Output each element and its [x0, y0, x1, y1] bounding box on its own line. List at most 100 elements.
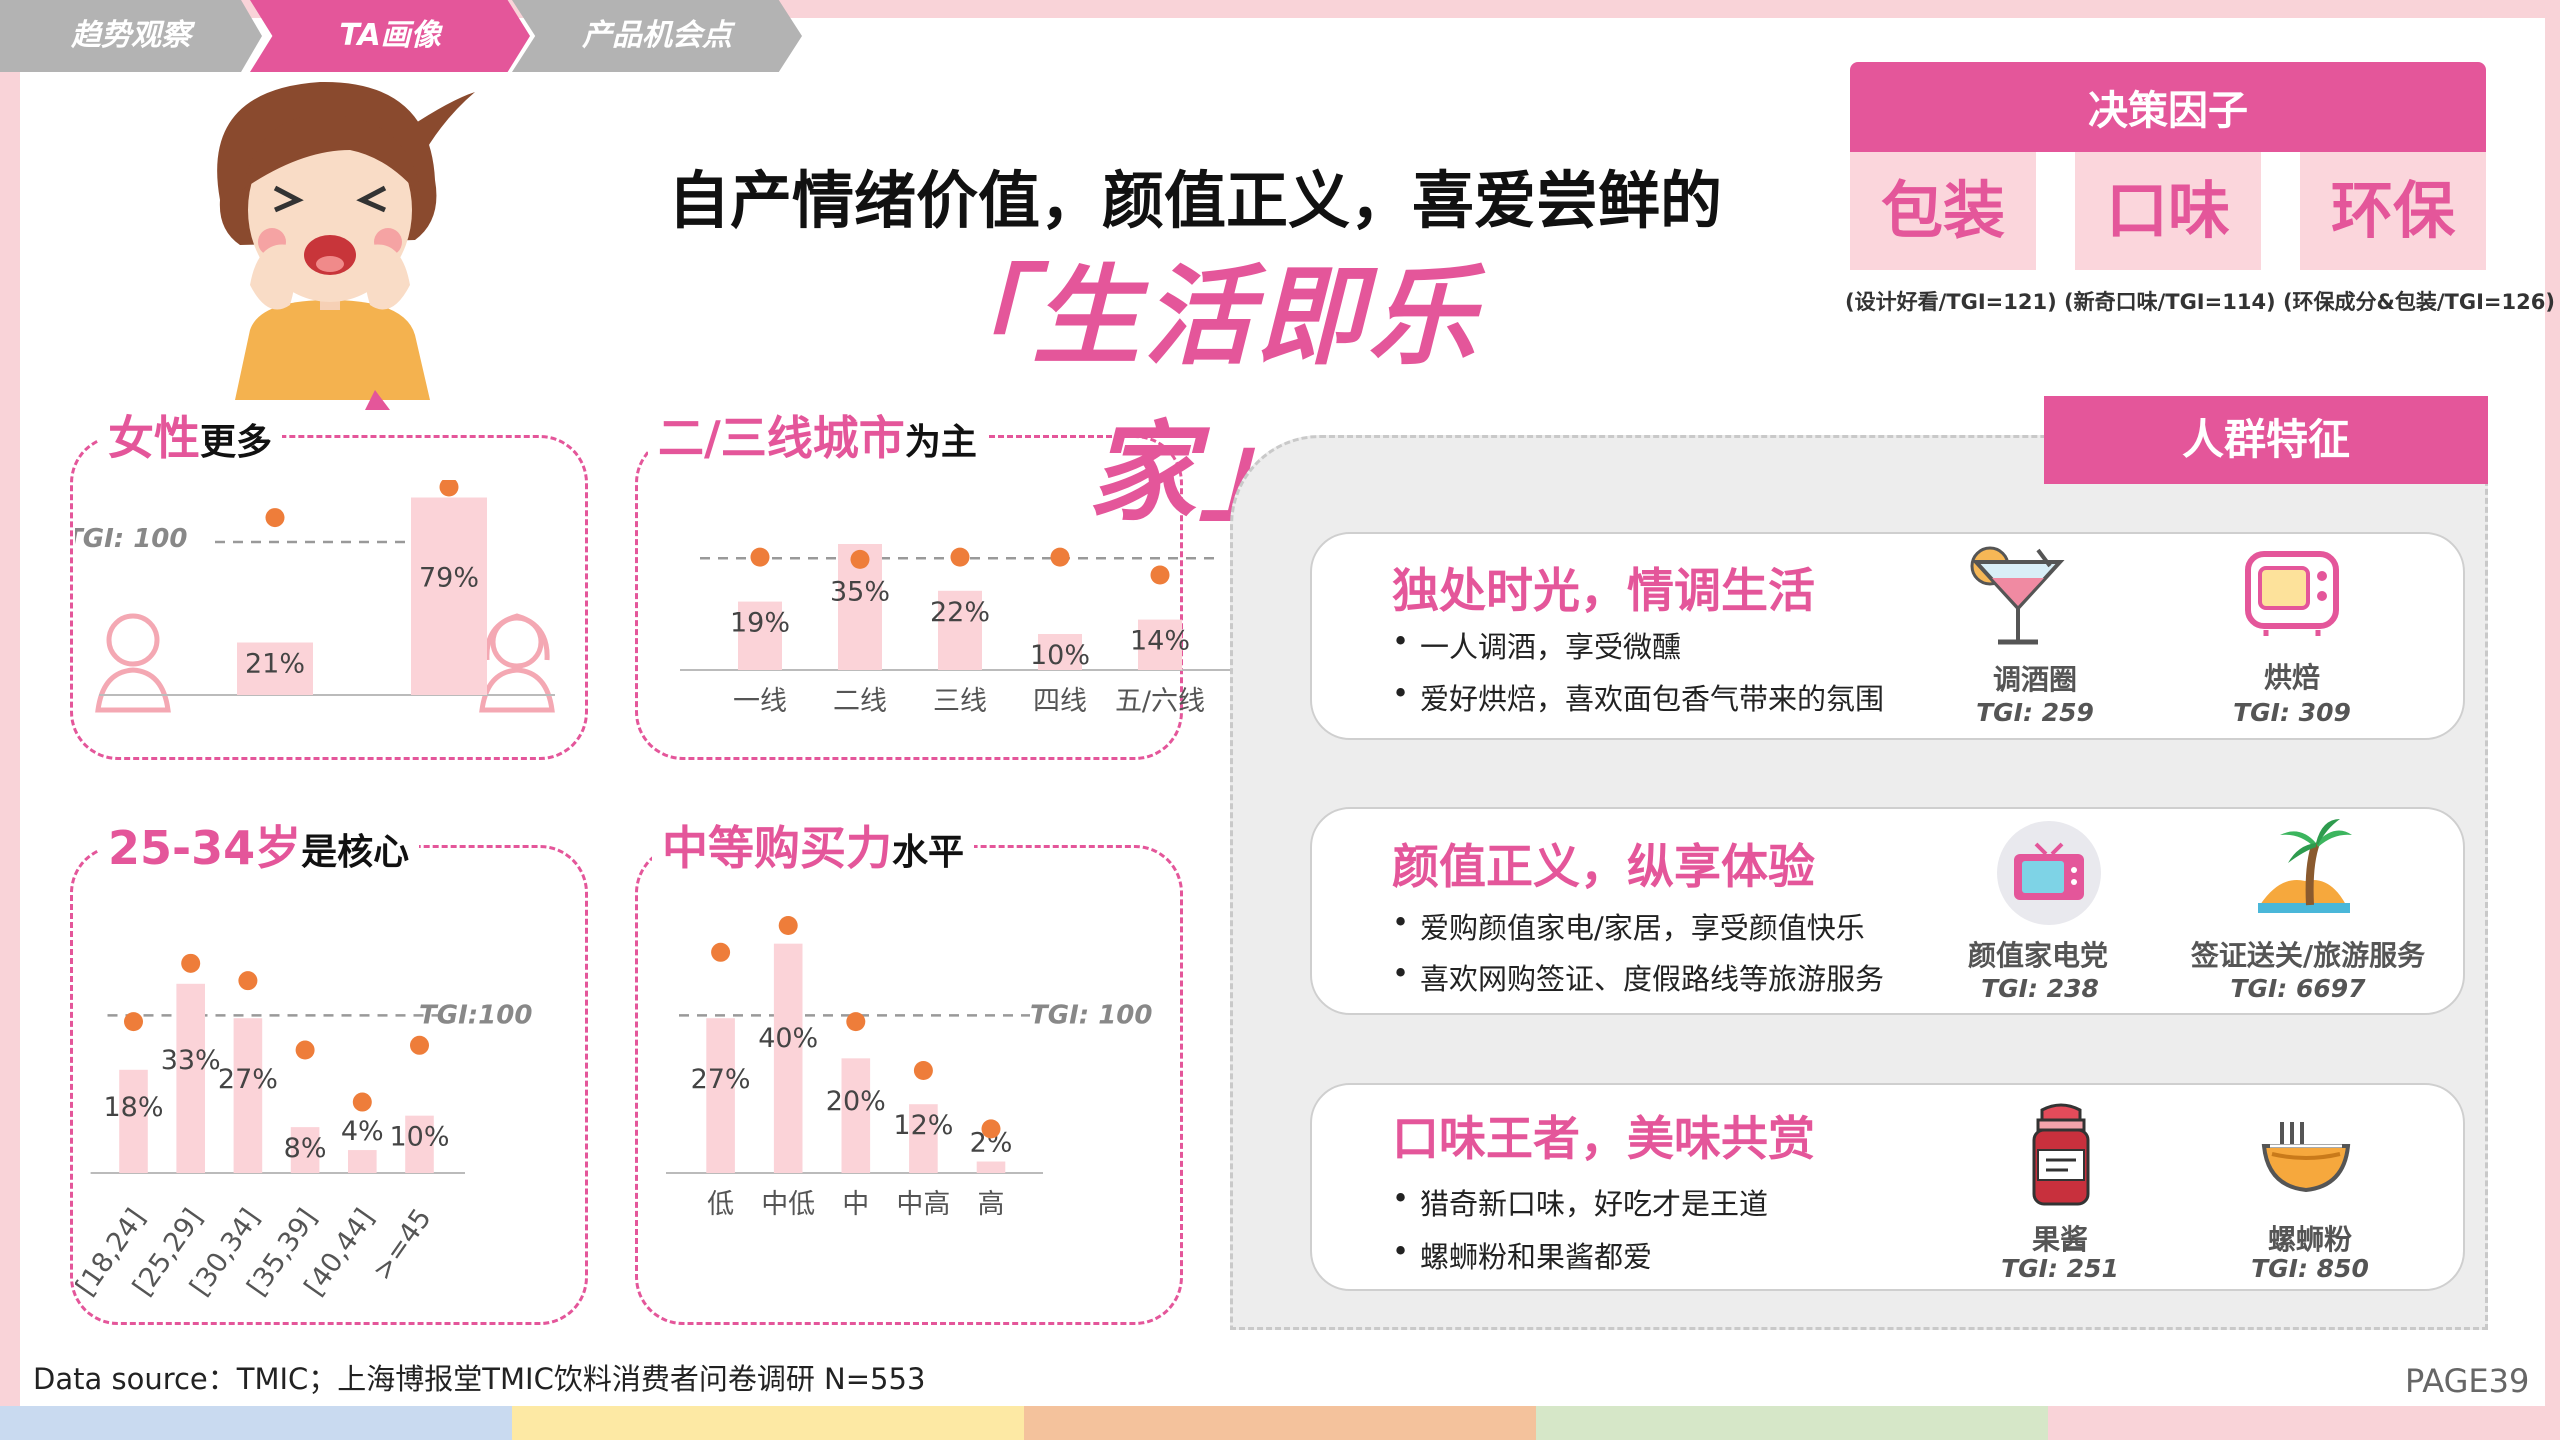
cocktail-tgi: TGI: 259	[1976, 698, 2094, 727]
bar	[290, 1127, 320, 1173]
category-label: 一线	[733, 686, 787, 717]
bottom-strip-green	[1536, 1406, 2048, 1440]
tgi-dot	[439, 480, 459, 497]
jam-label: 果酱	[2031, 1223, 2088, 1256]
tgi-dot	[265, 508, 285, 528]
tgi-label: TGI:100	[419, 1000, 532, 1030]
palm-tree-icon	[2258, 819, 2352, 913]
tgi-dot	[238, 971, 258, 991]
baking-tgi: TGI: 309	[2233, 698, 2351, 727]
tgi-dot	[981, 1119, 1001, 1139]
snail-noodle-label: 螺蛳粉	[2267, 1223, 2352, 1256]
tgi-dot	[1150, 565, 1170, 585]
bar	[909, 1104, 938, 1173]
factor-eco: 环保	[2300, 152, 2486, 270]
page-number: PAGE39	[2405, 1362, 2530, 1400]
tgi-dot	[750, 547, 770, 567]
category-label: 高	[978, 1189, 1005, 1220]
tgi-dot	[352, 1092, 372, 1112]
factor-packaging: 包装	[1850, 152, 2036, 270]
decision-factor-note: (设计好看/TGI=121) (新奇口味/TGI=114) (环保成分&包装/T…	[1845, 290, 2555, 314]
bar	[773, 943, 803, 1173]
breadcrumb-product[interactable]: 产品机会点	[512, 0, 802, 72]
tgi-dot	[1050, 547, 1070, 567]
tv-icon	[1997, 821, 2101, 925]
bar	[233, 1018, 263, 1173]
breadcrumb-trend[interactable]: 趋势观察	[0, 0, 262, 72]
frame-right	[2545, 0, 2560, 1440]
value-label: 40%	[758, 1023, 818, 1054]
bar	[841, 1058, 871, 1173]
male-icon	[95, 613, 171, 713]
frame-left	[0, 0, 20, 1440]
category-label: 中高	[896, 1189, 950, 1220]
card-3-bullet-1: 猎奇新口味，好吃才是王道	[1392, 1181, 1768, 1223]
card-1-bullet-1: 一人调酒，享受微醺	[1392, 624, 1681, 666]
category-label: 低	[707, 1189, 734, 1220]
category-label: 二线	[833, 686, 887, 717]
tgi-dot	[410, 1035, 429, 1055]
bar	[411, 497, 487, 695]
value-label: 27%	[218, 1064, 278, 1095]
value-label: 14%	[1130, 626, 1190, 657]
jam-jar-icon	[2032, 1103, 2090, 1206]
value-label: 4%	[341, 1116, 384, 1147]
bar	[938, 590, 982, 670]
bar	[237, 642, 313, 695]
gender-chart: TGI: 100 21% 79%	[75, 480, 555, 713]
value-label: 79%	[419, 562, 479, 593]
tgi-dot	[846, 1012, 866, 1032]
bar	[348, 1150, 377, 1173]
travel-tgi: TGI: 6697	[2230, 974, 2366, 1003]
appliance-label: 颜值家电党	[1967, 939, 2108, 972]
jam-tgi: TGI: 251	[2001, 1254, 2119, 1283]
tgi-dot	[778, 915, 798, 935]
value-label: 20%	[826, 1086, 886, 1117]
category-label: >=45	[367, 1203, 438, 1286]
cocktail-icon	[1970, 546, 2065, 645]
appliance-tgi: TGI: 238	[1981, 974, 2099, 1003]
bar	[119, 1069, 148, 1173]
cocktail-label: 调酒圈	[1992, 663, 2077, 696]
value-label: 10%	[389, 1122, 449, 1153]
bar	[1138, 619, 1182, 670]
card-1-bullet-2: 爱好烘焙，喜欢面包香气带来的氛围	[1392, 676, 1884, 718]
bar	[405, 1115, 434, 1173]
tgi-dot	[950, 547, 970, 567]
bottom-strip-orange	[1024, 1406, 1536, 1440]
breadcrumb-ta[interactable]: TA画像	[250, 0, 530, 72]
noodle-bowl-icon	[2261, 1122, 2351, 1193]
tgi-label: TGI: 100	[75, 524, 187, 554]
tgi-dot	[295, 1040, 315, 1060]
tgi-dot	[124, 1012, 143, 1032]
crowd-header: 人群特征	[2044, 396, 2488, 484]
value-label: 10%	[1030, 640, 1090, 671]
category-label: 中	[842, 1189, 869, 1220]
baking-label: 烘焙	[2263, 661, 2320, 694]
value-label: 12%	[893, 1110, 953, 1141]
decision-factor-header: 决策因子	[1850, 62, 2486, 152]
female-icon	[479, 613, 555, 713]
value-label: 19%	[730, 608, 790, 639]
value-label: 21%	[245, 649, 305, 680]
card-2-bullet-1: 爱购颜值家电/家居，享受颜值快乐	[1392, 905, 1865, 947]
bar	[176, 983, 205, 1173]
value-label: 22%	[930, 597, 990, 628]
category-label: 三线	[933, 686, 987, 717]
purchase-power-panel-title: 中等购买力水平	[652, 812, 975, 878]
bottom-strip-pink	[2048, 1406, 2560, 1440]
city-panel-title: 二/三线城市为主	[648, 402, 987, 468]
value-label: 18%	[103, 1092, 163, 1123]
bottom-strip-blue	[0, 1406, 512, 1440]
value-label: 35%	[830, 577, 890, 608]
category-label: 五/六线	[1115, 686, 1205, 717]
tgi-dot	[850, 549, 870, 569]
tgi-dot	[711, 942, 731, 962]
bar	[976, 1161, 1006, 1173]
bar	[738, 601, 782, 670]
bar	[1038, 634, 1082, 670]
card-2-bullet-2: 喜欢网购签证、度假路线等旅游服务	[1392, 956, 1884, 998]
age-panel-title: 25-34岁是核心	[98, 812, 420, 878]
